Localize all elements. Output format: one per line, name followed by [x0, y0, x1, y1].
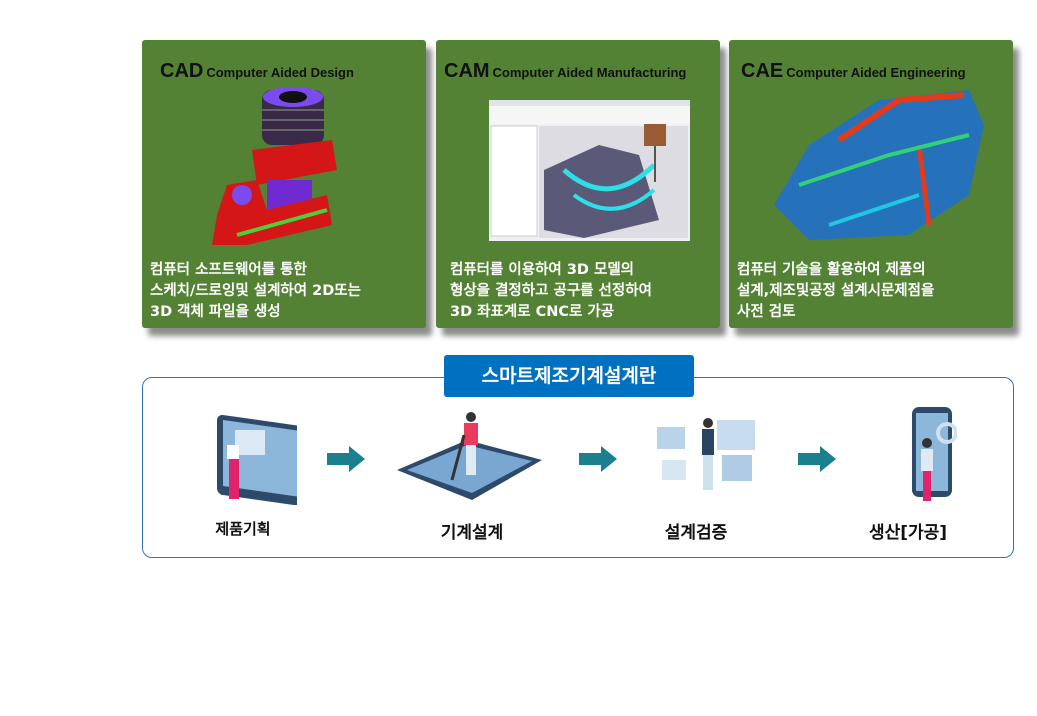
cam-desc-line: 3D 좌표계로 CNC로 가공 — [450, 304, 615, 320]
step-label: 설계검증 — [664, 523, 728, 543]
cad-abbr: CAD — [160, 60, 204, 82]
cad-full: Computer Aided Design — [206, 65, 354, 80]
step-label: 제품기획 — [215, 520, 271, 538]
cad-desc-line: 스케치/드로잉및 설계하여 2D또는 — [150, 283, 361, 299]
step-design-illustration — [392, 405, 552, 505]
cam-desc-line: 형상을 결정하고 공구를 선정하여 — [450, 283, 652, 299]
step-label: 기계설계 — [440, 523, 504, 543]
step-verification-illustration — [622, 405, 782, 505]
cam-software-screenshot — [489, 100, 690, 241]
arrow-right-icon — [798, 446, 836, 472]
cad-desc-line: 컴퓨터 소프트웨어를 통한 — [150, 262, 307, 278]
arrow-right-icon — [579, 446, 617, 472]
process-title: 스마트제조기계설계란 — [444, 355, 694, 397]
cae-desc-line: 컴퓨터 기술을 활용하여 제품의 — [737, 262, 926, 278]
step-production-illustration — [832, 405, 992, 505]
cam-abbr: CAM — [444, 60, 490, 82]
car-body-simulation-image — [774, 90, 984, 240]
step-label: 생산[가공] — [868, 523, 948, 543]
cae-abbr: CAE — [741, 60, 784, 82]
engine-model-image — [212, 87, 337, 245]
step-planning-illustration — [162, 405, 322, 505]
cam-desc-line: 컴퓨터를 이용하여 3D 모델의 — [450, 262, 635, 278]
cae-full: Computer Aided Engineering — [786, 65, 966, 80]
cad-desc-line: 3D 객체 파일을 생성 — [150, 304, 281, 320]
cae-desc-line: 사전 검토 — [737, 304, 796, 320]
arrow-right-icon — [327, 446, 365, 472]
cam-full: Computer Aided Manufacturing — [492, 65, 687, 80]
cae-desc-line: 설계,제조및공정 설계시문제점을 — [737, 283, 935, 299]
